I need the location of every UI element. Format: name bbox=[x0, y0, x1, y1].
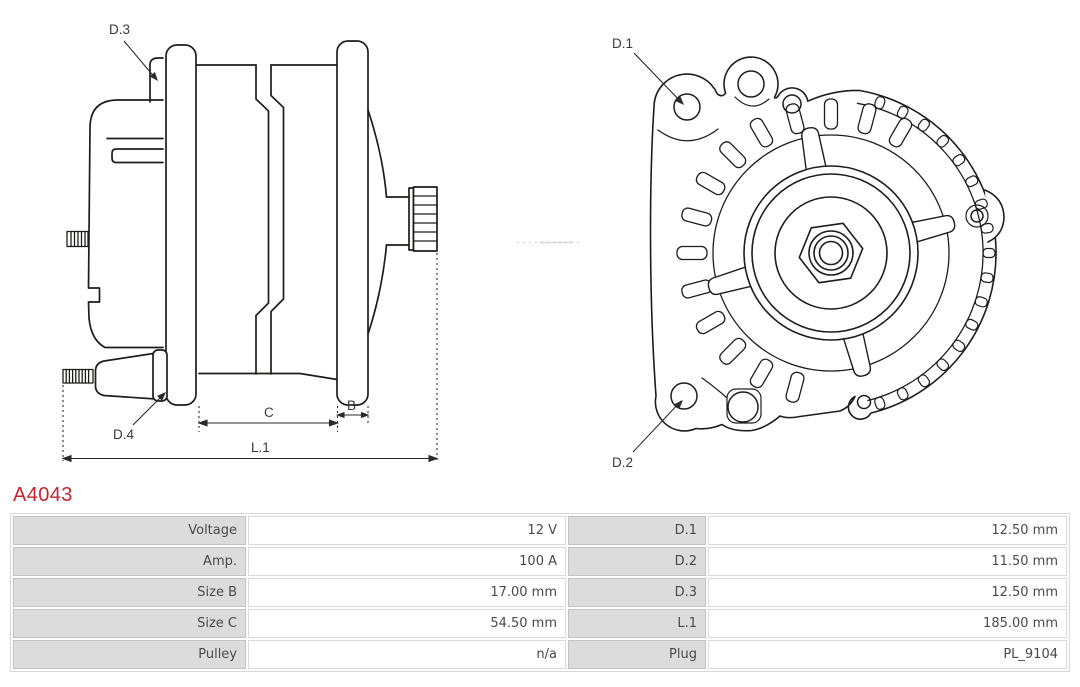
table-row: Pulley n/a Plug PL_9104 bbox=[13, 640, 1067, 669]
rear-housing bbox=[87, 57, 164, 349]
spec-label-pulley: Pulley bbox=[13, 640, 246, 669]
shaft-spline bbox=[367, 109, 438, 335]
spec-value-voltage: 12 V bbox=[248, 516, 566, 545]
table-row: Voltage 12 V D.1 12.50 mm bbox=[13, 516, 1067, 545]
spec-value-size-b: 17.00 mm bbox=[248, 578, 566, 607]
fan-spokes bbox=[707, 127, 956, 377]
label-d3: D.3 bbox=[109, 22, 130, 37]
right-ear bbox=[984, 189, 1005, 243]
spec-label-size-c: Size C bbox=[13, 609, 246, 638]
inner-contours bbox=[657, 96, 770, 424]
spec-label-l1: L.1 bbox=[568, 609, 706, 638]
extension-lines bbox=[62, 253, 438, 461]
alternator-diagram: D.3 D.4 C B L.1 D.1 D.2 bbox=[61, 22, 1005, 470]
hole-bottom-right bbox=[856, 394, 872, 410]
spec-label-voltage: Voltage bbox=[13, 516, 246, 545]
technical-drawing: D.3 D.4 C B L.1 D.1 D.2 bbox=[61, 22, 1005, 470]
front-bracket-leg bbox=[165, 44, 197, 406]
spec-value-d3: 12.50 mm bbox=[708, 578, 1067, 607]
label-d2: D.2 bbox=[612, 455, 633, 470]
hole-top-small bbox=[782, 94, 802, 114]
stator-circle bbox=[712, 134, 950, 372]
spec-table: Voltage 12 V D.1 12.50 mm Amp. 100 A D.2… bbox=[10, 513, 1070, 672]
spec-value-plug: PL_9104 bbox=[708, 640, 1067, 669]
product-code: A4043 bbox=[13, 484, 73, 506]
vent-slots bbox=[676, 98, 913, 403]
table-row: Amp. 100 A D.2 11.50 mm bbox=[13, 547, 1067, 576]
dimension-line-c bbox=[197, 419, 340, 427]
front-cover bbox=[336, 40, 369, 406]
spec-value-pulley: n/a bbox=[248, 640, 566, 669]
side-view bbox=[62, 40, 438, 406]
spec-label-size-b: Size B bbox=[13, 578, 246, 607]
leader-arrows-front bbox=[632, 52, 684, 453]
label-b: B bbox=[347, 398, 356, 413]
diagram-labels: D.3 D.4 C B L.1 D.1 D.2 bbox=[109, 22, 633, 470]
leader-arrows bbox=[123, 40, 166, 426]
stud-terminals bbox=[62, 230, 94, 384]
dimension-line-l1 bbox=[61, 454, 439, 463]
hole-d1 bbox=[673, 93, 701, 121]
hole-top-mid bbox=[737, 70, 765, 98]
spec-label-d1: D.1 bbox=[568, 516, 706, 545]
hole-bottom-mid bbox=[727, 391, 759, 423]
table-row: Size C 54.50 mm L.1 185.00 mm bbox=[13, 609, 1067, 638]
terminal-block bbox=[94, 349, 168, 402]
spec-label-plug: Plug bbox=[568, 640, 706, 669]
rim-notches bbox=[874, 96, 996, 410]
label-c: C bbox=[264, 405, 274, 420]
table-row: Size B 17.00 mm D.3 12.50 mm bbox=[13, 578, 1067, 607]
dimension-line-b bbox=[335, 411, 370, 419]
spec-value-d1: 12.50 mm bbox=[708, 516, 1067, 545]
spec-label-d2: D.2 bbox=[568, 547, 706, 576]
stator-body bbox=[195, 64, 338, 381]
label-l1: L.1 bbox=[251, 440, 270, 455]
spec-value-l1: 185.00 mm bbox=[708, 609, 1067, 638]
label-d1: D.1 bbox=[612, 36, 633, 51]
spec-label-amp: Amp. bbox=[13, 547, 246, 576]
pulley-hub bbox=[743, 165, 919, 341]
front-view bbox=[649, 56, 1005, 432]
mounting-holes bbox=[670, 70, 989, 423]
rim-inner-arc bbox=[856, 102, 984, 402]
spec-value-d2: 11.50 mm bbox=[708, 547, 1067, 576]
spec-value-size-c: 54.50 mm bbox=[248, 609, 566, 638]
hole-right-ear bbox=[970, 209, 984, 223]
dimension-lines bbox=[61, 253, 439, 463]
spec-value-amp: 100 A bbox=[248, 547, 566, 576]
label-d4: D.4 bbox=[113, 427, 135, 442]
hole-d2 bbox=[670, 382, 698, 410]
spec-label-d3: D.3 bbox=[568, 578, 706, 607]
